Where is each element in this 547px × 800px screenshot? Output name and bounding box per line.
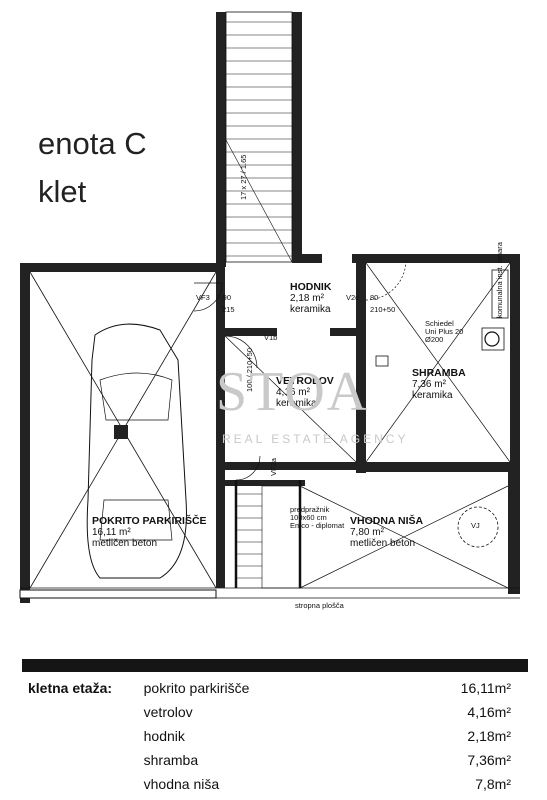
area-table-header-cell: kletna etaža: [28,680,113,696]
room-shramba-name: SHRAMBA [412,367,466,379]
doormat-label: predpražnik 100x60 cm Emco - diplomat [290,506,344,530]
plan-title-unit: enota C [38,126,147,161]
room-parking: POKRITO PARKIRIŠČE 16,11 m² metličen bet… [92,515,207,550]
staircase [216,11,302,267]
area-room-name: hodnik [143,728,185,744]
door-v2c-height: 210+50 [370,305,396,314]
area-table-header-cell [28,724,144,748]
room-vetrolov-finish: keramika [276,398,317,409]
room-nisa-finish: metličen beton [350,538,416,549]
doormat-line2: 100x60 cm [290,513,327,522]
room-parking-finish: metličen beton [92,538,158,549]
door-v2c-dims: 80 [370,293,379,302]
floor-plan-drawing [19,11,520,603]
area-table-header-cell [28,700,144,724]
car-outline [86,323,187,579]
table-header-bar [22,659,528,672]
plan-title-floor: klet [38,174,87,209]
chimney-model: Uni Plus 20 [425,327,464,336]
chimney-label: Schiedel Uni Plus 20 Ø200 [425,320,463,344]
door-vf2a-label: VF2a [269,458,278,476]
watermark-tagline: REAL ESTATE AGENCY [222,432,409,446]
room-vetrolov: VETROLOV 4,16 m² keramika [276,375,334,410]
area-room-name: shramba [143,752,199,768]
area-room-name: vetrolov [143,704,193,720]
area-room-value: 7,36 [467,752,495,768]
room-parking-area: 16,11 m² [92,527,131,538]
door-swings [193,259,407,481]
room-shramba-area: 7,36 m² [412,379,446,390]
room-vetrolov-name: VETROLOV [276,375,334,387]
ceiling-slab-label: stropna plošča [295,601,344,610]
room-shramba: SHRAMBA 7,36 m² keramika [412,367,466,402]
room-vetrolov-area: 4,16 m² [276,387,310,398]
chimney-brand: Schiedel [425,319,454,328]
area-unit: m² [494,704,511,720]
watermark-brand: STOA [216,361,370,423]
door-vf3-label: VF3 [196,293,210,302]
room-parking-name: POKRITO PARKIRIŠČE [92,515,207,527]
outer-walls [19,254,520,603]
utility-closet-line1: komunalna [495,281,504,318]
area-unit: m² [494,752,511,768]
room-hodnik-area: 2,18 m² [290,293,324,304]
utility-closet-line2: inst. omara [495,242,504,280]
area-unit: m² [494,728,511,744]
room-nisa-name: VHODNA NIŠA [350,515,424,527]
area-room-name: pokrito parkirišče [143,680,250,696]
room-hodnik-name: HODNIK [290,281,332,293]
door-v2c-label: V2c [346,293,359,302]
stairs-label: 17 x 27 / 1.65 [239,154,248,200]
room-nisa: VHODNA NIŠA 7,80 m² metličen beton [350,515,424,550]
doormat-line3: Emco - diplomat [290,521,345,530]
area-room-value: 4,16 [467,704,495,720]
doormat-line1: predpražnik [290,505,330,514]
area-room-value: 7,8 [475,776,495,792]
room-hodnik: HODNIK 2,18 m² keramika [290,281,332,316]
area-unit: m² [494,776,511,792]
door-vf3-height: 215 [222,305,235,314]
chimney-diameter: Ø200 [425,335,444,344]
utility-closet-label: komunalna inst. omara [495,242,504,318]
area-room-value: 2,18 [467,728,495,744]
area-table-header-cell [28,772,144,796]
area-unit: m² [494,680,511,696]
area-room-name: vhodna niša [143,776,220,792]
door-vf3-dims: 7-90 [216,293,232,302]
area-table-header-cell [28,748,144,772]
door-v1b-label: V1b [264,333,278,342]
area-room-value: 16,11 [460,680,495,696]
room-nisa-area: 7,80 m² [350,527,384,538]
vj-label: VJ [471,521,480,530]
room-shramba-finish: keramika [412,390,453,401]
room-hodnik-finish: keramika [290,304,331,315]
